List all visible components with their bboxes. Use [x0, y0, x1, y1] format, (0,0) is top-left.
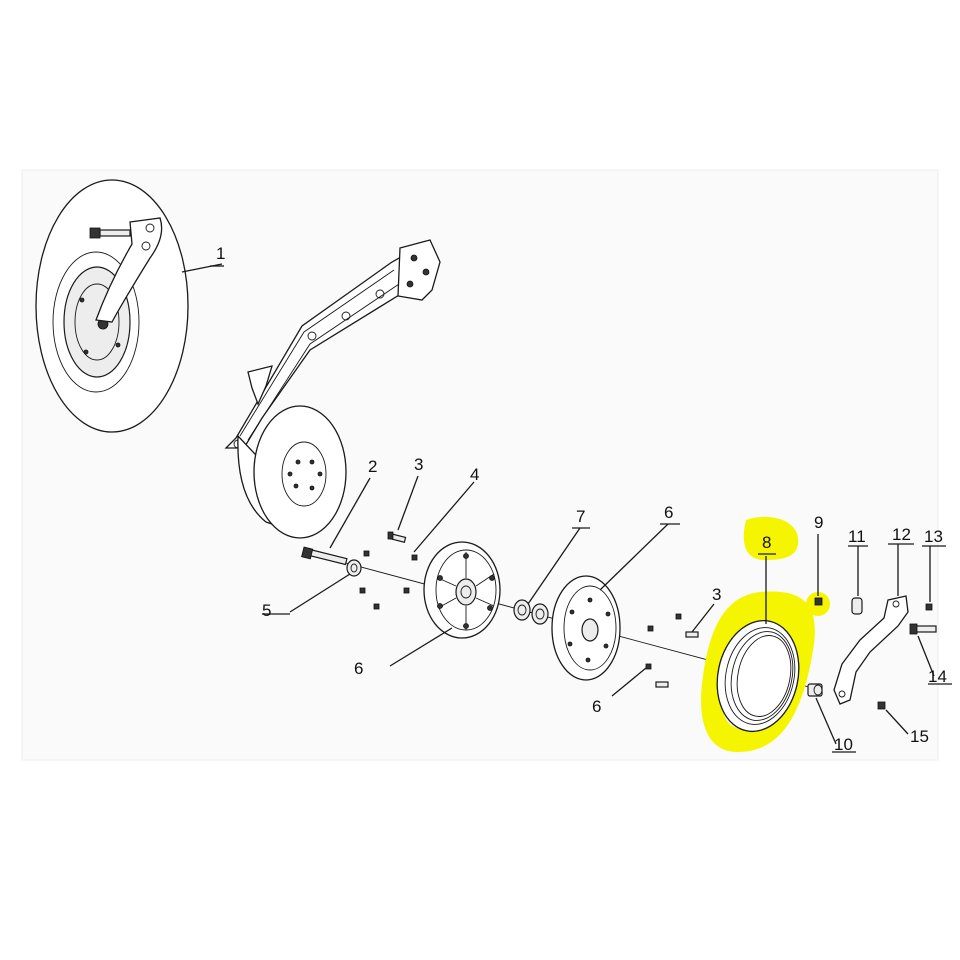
leader-line-6-top — [599, 523, 669, 591]
part-label-6-top: 6 — [664, 503, 673, 522]
leader-line-5 — [289, 573, 351, 613]
part-label-6-bottom: 6 — [592, 697, 601, 716]
main-frame-arm — [224, 239, 441, 539]
part-label-1: 1 — [216, 244, 225, 263]
part-label-4: 4 — [470, 465, 479, 484]
nut-part-9 — [814, 597, 823, 606]
screw-part-13 — [925, 603, 933, 611]
part-label-10: 10 — [834, 735, 853, 754]
leader-line-10 — [815, 697, 837, 745]
part-label-5: 5 — [262, 601, 271, 620]
part-label-13: 13 — [924, 527, 943, 546]
scraper-arm-part-12 — [833, 595, 909, 705]
spacer-part-10 — [807, 683, 823, 697]
tire-ring-part-8 — [716, 619, 800, 733]
pin-part-11 — [851, 597, 863, 615]
bolt-part-14 — [909, 623, 937, 635]
bearing-part-7 — [513, 599, 549, 625]
part-label-3-right: 3 — [712, 585, 721, 604]
leader-line-15 — [885, 709, 909, 735]
spoked-hub-part-6 — [423, 541, 501, 639]
leader-line-6-left — [389, 627, 453, 667]
leader-line-2 — [329, 477, 371, 549]
part-label-15: 15 — [910, 727, 929, 746]
nut-part-5 — [346, 559, 362, 577]
disc-plate-part-6 — [551, 575, 621, 681]
small-screws-left — [359, 550, 418, 610]
gauge-wheel-assembly — [35, 179, 189, 433]
part-label-8: 8 — [762, 533, 771, 552]
leader-line-14 — [917, 635, 935, 677]
bolt-part-2 — [301, 546, 348, 566]
screw-part-3-left — [387, 531, 407, 543]
nut-part-15 — [877, 701, 886, 710]
leader-line-3-right — [691, 603, 715, 633]
part-label-7: 7 — [576, 507, 585, 526]
leader-line-1 — [181, 263, 223, 273]
leader-line-4 — [413, 481, 475, 553]
part-label-11: 11 — [848, 527, 866, 546]
part-label-12: 12 — [892, 525, 911, 544]
leader-line-7 — [527, 527, 581, 605]
part-label-3-left: 3 — [414, 455, 423, 474]
part-label-2: 2 — [368, 457, 377, 476]
leader-line-6-bottom — [611, 667, 647, 697]
part-label-9: 9 — [814, 513, 823, 532]
leader-line-3-left — [397, 475, 419, 531]
part-label-6-left: 6 — [354, 659, 363, 678]
part-label-14: 14 — [928, 667, 947, 686]
